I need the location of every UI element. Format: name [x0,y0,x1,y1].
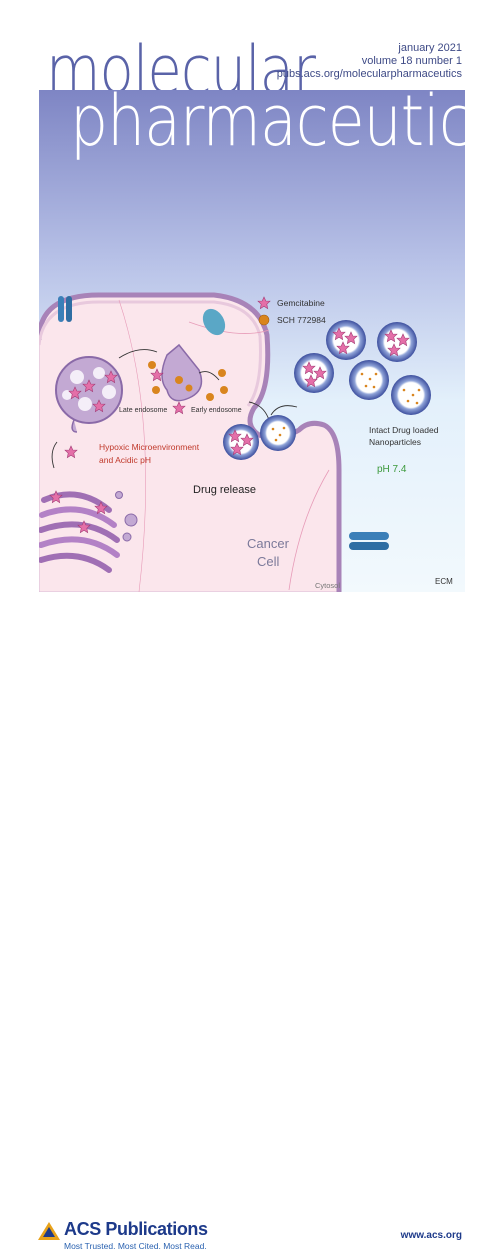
drug-release-label: Drug release [193,484,256,496]
legend-sch: SCH 772984 [277,315,326,325]
late-endosome [55,356,123,433]
late-endosome-label: Late endosome [119,407,167,414]
pathway-arrow [270,405,298,416]
sch-particle [152,386,160,394]
ph-label: pH 7.4 [377,464,407,475]
membrane-channel [58,296,72,322]
publisher-website[interactable]: www.acs.org [400,1230,462,1241]
intact-nanoparticle [391,375,431,415]
membrane-inner-edge [39,300,262,407]
cancer-cell-label-line2: Cell [257,554,280,569]
pathway-arrow [118,349,158,359]
cover-footer: ACS Publications Most Trusted. Most Cite… [0,600,500,1251]
intact-nanoparticle [377,322,417,362]
intact-np-label-line2: Nanoparticles [369,437,421,447]
cover-illustration: Gemcitabine SCH 772984 Late endosome Ear… [39,90,465,592]
ecm-label: ECM [435,577,453,586]
vesicle [122,532,132,542]
issue-volume-number: volume 18 number 1 [361,55,462,67]
intact-nanoparticle [294,353,334,393]
cytoskeleton-line [118,299,146,592]
vesicle [124,513,138,527]
membrane-channel [349,532,389,550]
acs-logo-icon [38,1222,60,1240]
vesicle [115,491,123,499]
sch-particle [218,369,226,377]
sch-particle [220,386,228,394]
legend-gemcitabine: Gemcitabine [277,298,325,308]
cytosol-label: Cytosol [315,581,340,590]
sch-legend-icon [258,314,270,326]
internalizing-nanoparticle [260,415,296,451]
early-endosome [161,343,203,402]
hypoxic-label-line1: Hypoxic Microenvironment [99,442,200,452]
issue-date: january 2021 [398,42,462,54]
intact-nanoparticle [349,360,389,400]
hypoxic-label-line2: and Acidic pH [99,455,151,465]
cancer-cell-label-line1: Cancer [247,536,290,551]
early-endosome-label: Early endosome [191,407,242,414]
sch-particle [148,361,156,369]
journal-url: pubs.acs.org/molecularpharmaceutics [276,68,462,80]
sch-particle [206,393,214,401]
journal-title-line2: pharmaceutics [70,80,500,163]
pathway-arrow [198,371,220,381]
membrane-channel [202,308,226,336]
internalized-nanoparticle [223,424,259,460]
intact-nanoparticle [326,320,366,360]
cell-membrane [39,292,342,592]
cytoskeleton-line [188,321,270,334]
cytoskeleton-line [288,469,330,591]
publisher-tagline: Most Trusted. Most Cited. Most Read. [64,1241,207,1251]
intact-np-label-line1: Intact Drug loaded [369,425,439,435]
publisher-name: ACS Publications [64,1219,208,1239]
pathway-arrow [51,441,58,469]
pathway-arrow [248,401,270,421]
